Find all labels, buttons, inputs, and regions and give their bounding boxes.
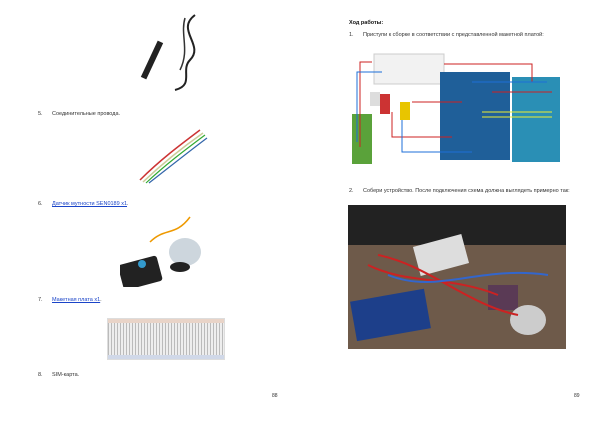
step-number: 2. xyxy=(349,188,354,194)
sensor-link[interactable]: Датчик мутности SEN0189 x1 xyxy=(52,201,128,207)
item-text: SIM-карта. xyxy=(52,372,80,378)
jumper-wires-image xyxy=(139,129,208,184)
wiring-diagram-image xyxy=(352,53,560,164)
step-text: Приступи к сборке в соответствии с предс… xyxy=(363,32,544,38)
section-heading: Ход работы: xyxy=(349,20,384,26)
item-number: 8. xyxy=(38,372,43,378)
list-item-wires: 5. Соединительные провода. xyxy=(38,111,120,117)
item-number: 5. xyxy=(38,111,43,117)
page-number: 89 xyxy=(574,393,580,399)
page-number: 88 xyxy=(272,393,278,399)
step-2: 2. Собери устройство. После подключения с… xyxy=(349,188,570,194)
suffix: . xyxy=(100,297,102,303)
breadboard-link[interactable]: Макетная плата x1 xyxy=(52,297,101,303)
assembled-device-photo xyxy=(348,205,566,349)
item-text: Соединительные провода. xyxy=(52,111,121,117)
turbidity-sensor-image xyxy=(120,216,201,287)
ph-probe-image xyxy=(140,14,196,91)
list-item-breadboard: 7. Макетная плата x1. xyxy=(38,297,102,303)
item-number: 6. xyxy=(38,201,43,207)
item-number: 7. xyxy=(38,297,43,303)
suffix: . xyxy=(127,201,129,207)
right-page: Ход работы: 1. Приступи к сборке в соотве… xyxy=(300,0,600,424)
breadboard-image xyxy=(107,318,225,360)
step-1: 1. Приступи к сборке в соответствии с пре… xyxy=(349,32,544,38)
step-text: Собери устройство. После подключения схе… xyxy=(363,188,570,194)
list-item-sensor: 6. Датчик мутности SEN0189 x1. xyxy=(38,201,129,207)
left-page: 5. Соединительные провода. 6. Датчик мутно… xyxy=(38,14,278,399)
list-item-sim: 8. SIM-карта. xyxy=(38,372,79,378)
step-number: 1. xyxy=(349,32,354,38)
